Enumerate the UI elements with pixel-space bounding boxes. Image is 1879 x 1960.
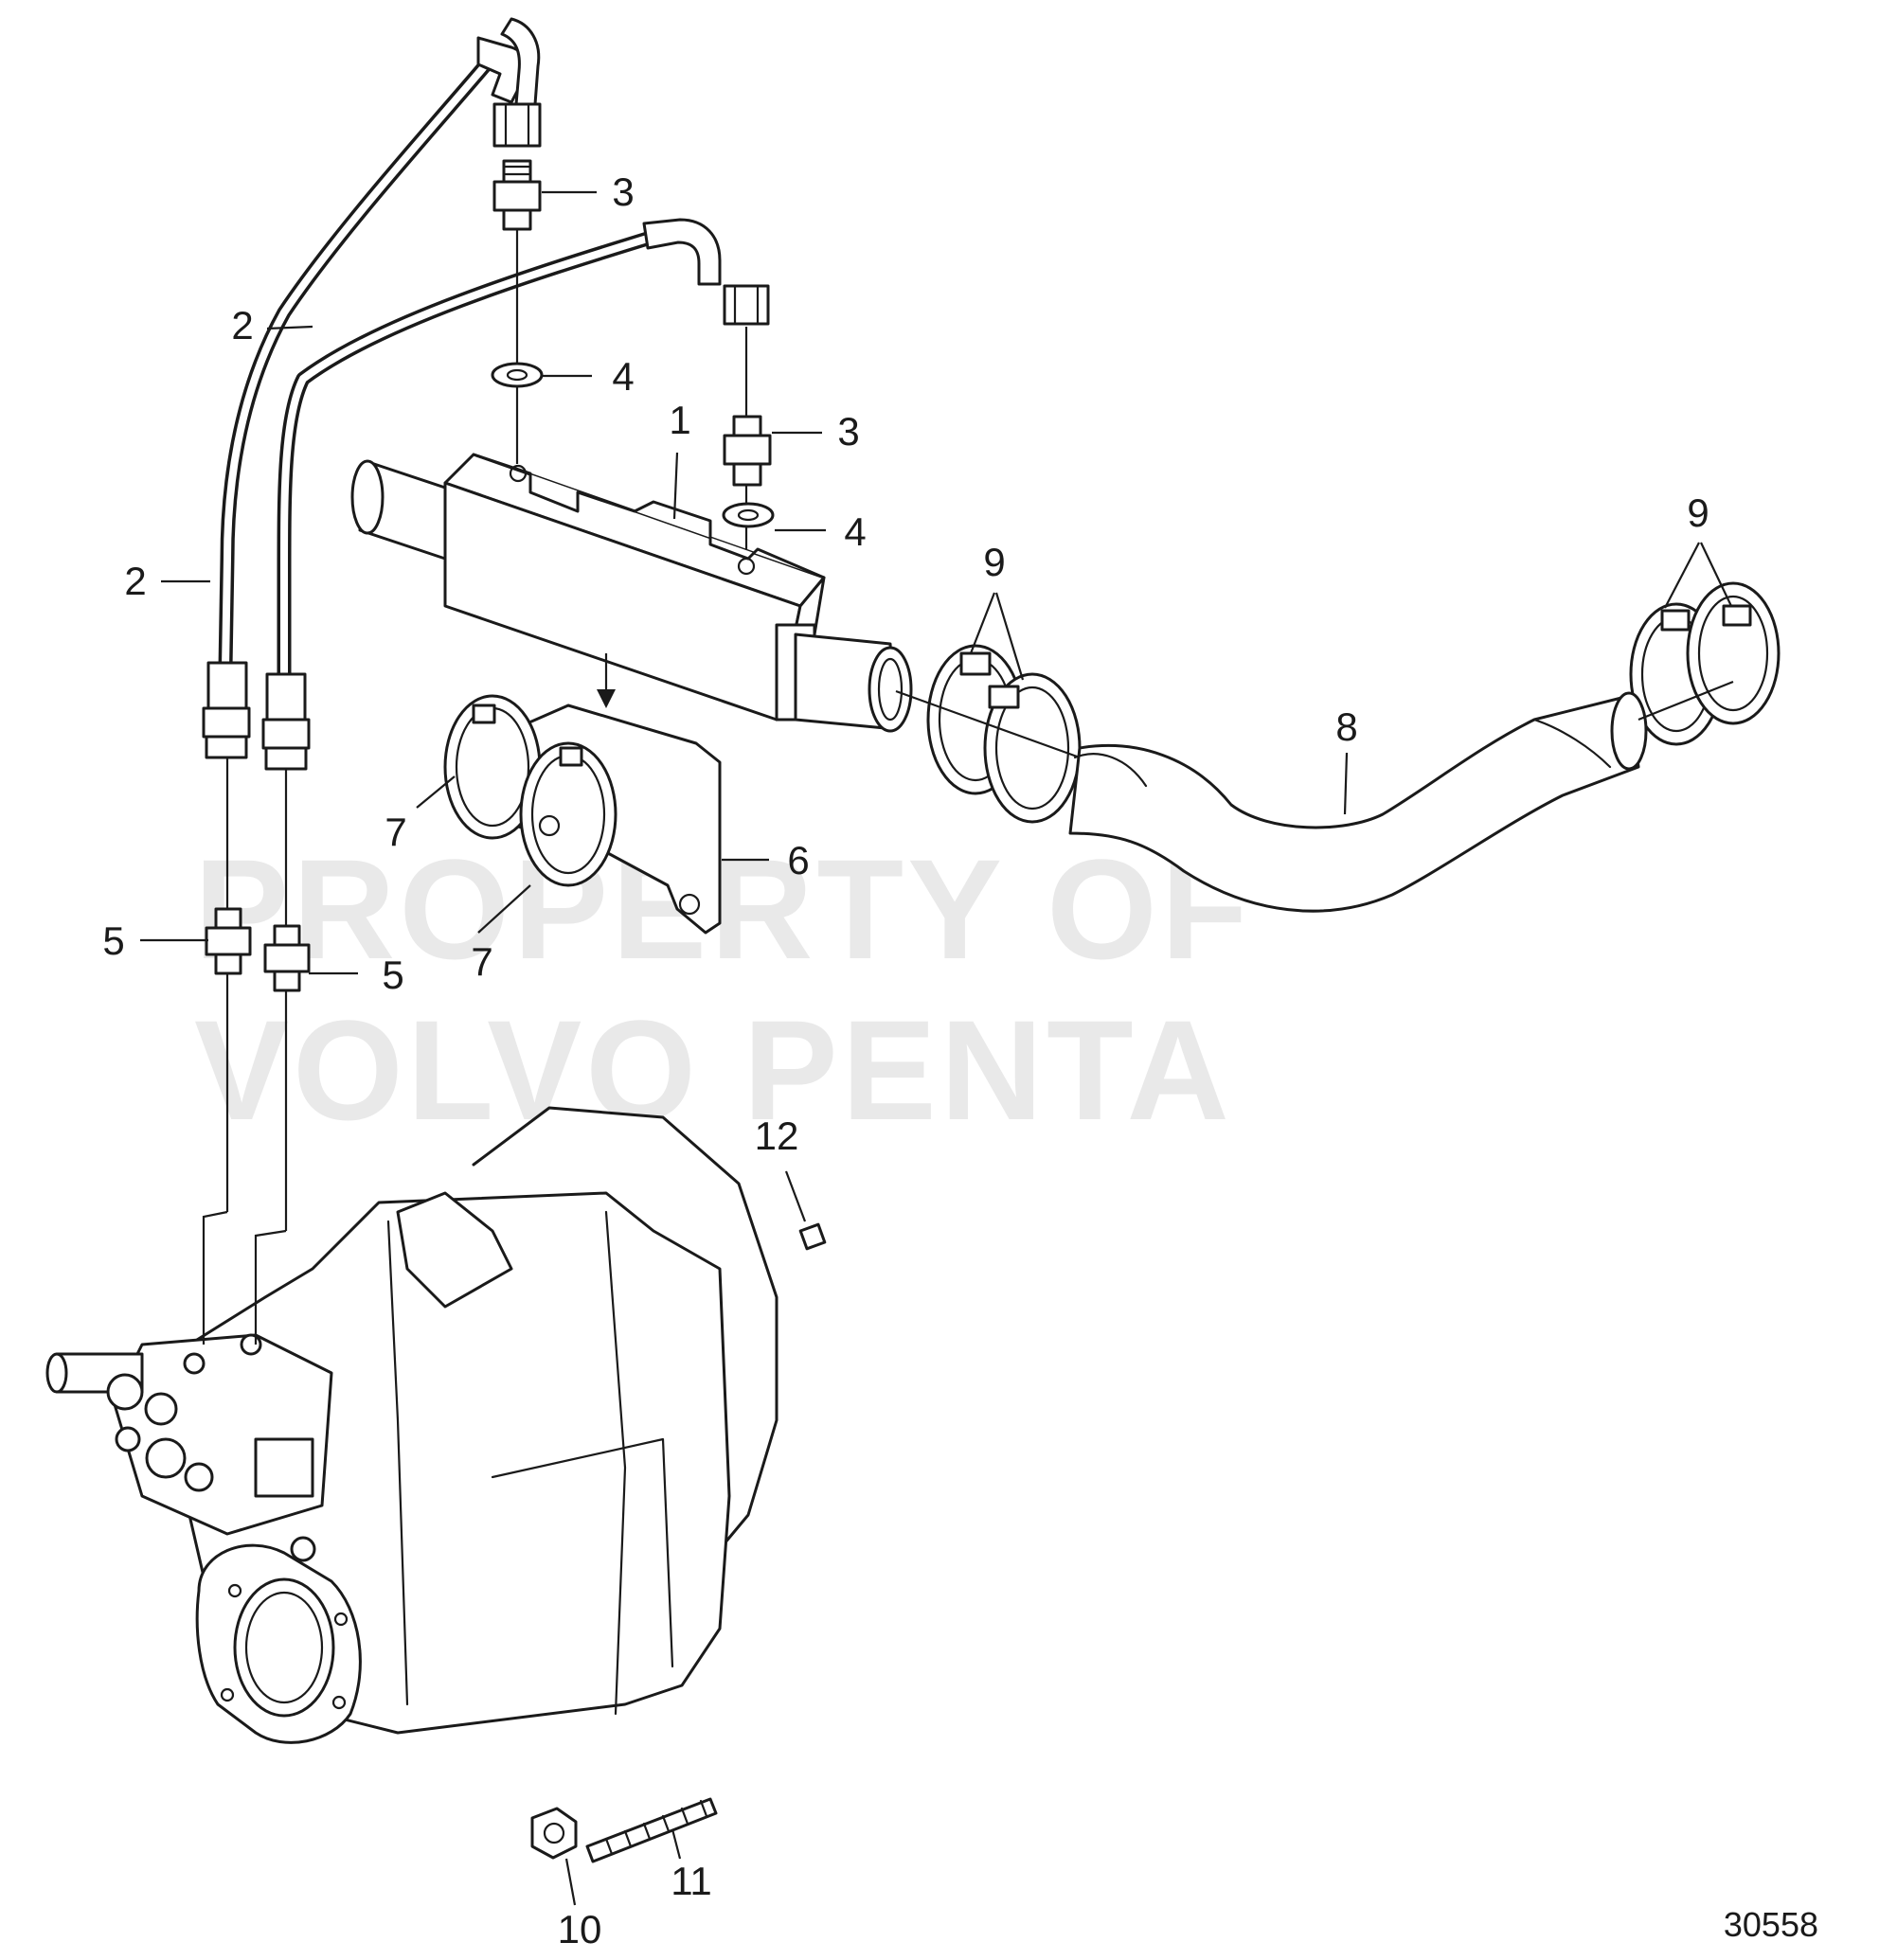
callout-8: 8 [1335,704,1357,749]
callout-3-lower: 3 [837,409,859,454]
callout-6: 6 [787,838,809,882]
callout-3-upper: 3 [612,169,634,214]
callout-7-lower: 7 [471,939,492,984]
callout-12: 12 [755,1114,799,1158]
stud [585,1797,718,1863]
callout-4-lower: 4 [844,509,866,554]
illustration-reference-number: 30558 [1724,1905,1818,1944]
watermark-line-2: VOLVO PENTA [194,990,1233,1149]
hose-clamp-left-pair [926,644,1082,824]
nut [530,1807,578,1860]
watermark: PROPERTY OF VOLVO PENTA [194,829,1251,1149]
hose-clamp-bracket-b [519,741,617,887]
watermark-line-1: PROPERTY OF [194,829,1251,989]
callout-7-upper: 7 [385,810,406,854]
connector-right [263,924,311,992]
callout-5-left: 5 [102,918,124,963]
callout-5-right: 5 [382,953,403,997]
callout-9-left: 9 [983,540,1005,584]
oil-cooler [350,453,913,733]
callout-10: 10 [558,1907,602,1951]
callout-2-upper: 2 [231,303,253,347]
leader-lines [140,190,1732,1906]
callout-4-upper: 4 [612,354,634,399]
adapter-fittings [491,159,775,568]
hose-clamp-right-pair [1629,581,1781,746]
adapter-fitting-upper [492,159,542,231]
callout-labels: 1 2 2 3 3 4 4 5 5 6 7 7 8 9 9 10 11 12 [102,169,1709,1951]
adapter-fitting-lower [723,415,772,487]
callout-11: 11 [671,1859,712,1903]
plug [798,1222,827,1251]
coolant-hose [895,680,1734,913]
sealing-washer-lower [722,502,775,528]
oil-hose-pair [202,17,770,771]
reverse-gearbox [45,1106,827,1863]
callout-9-right: 9 [1687,490,1709,535]
callout-2-lower: 2 [124,559,146,603]
callout-1: 1 [669,398,690,442]
sealing-washer-upper [491,362,544,388]
